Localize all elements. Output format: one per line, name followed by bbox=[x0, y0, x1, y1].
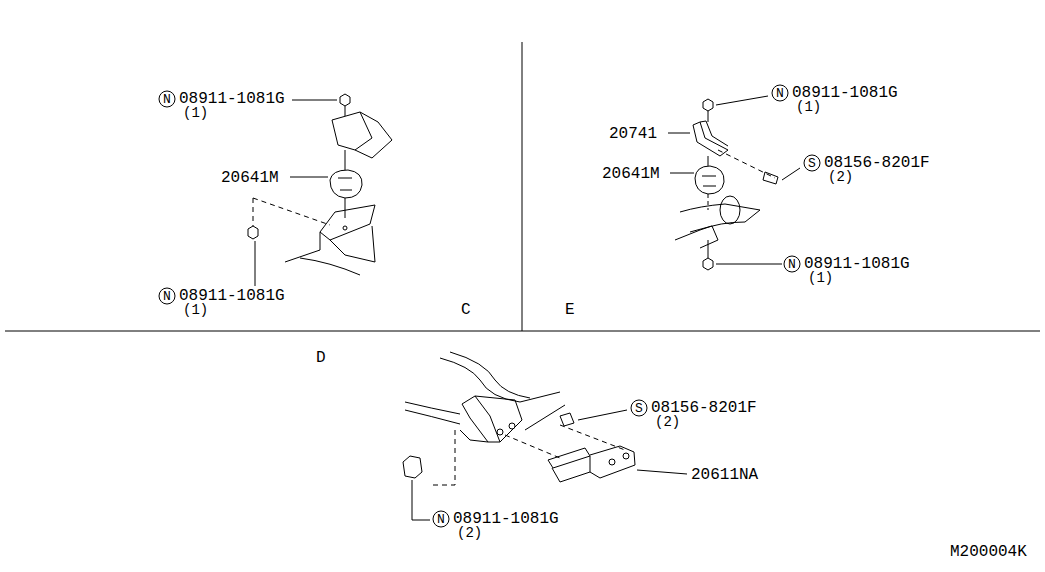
part-number: 08911-1081G bbox=[179, 288, 285, 304]
quantity: (2) bbox=[457, 526, 482, 540]
quantity: (1) bbox=[808, 271, 833, 285]
part-number: 08911-1081G bbox=[453, 511, 559, 527]
part-number: 20741 bbox=[609, 126, 657, 142]
symbol-letter: N bbox=[437, 513, 445, 526]
symbol-letter: S bbox=[808, 157, 816, 170]
symbol-letter: N bbox=[163, 93, 171, 106]
section-letter: C bbox=[461, 302, 471, 318]
part-number: 08911-1081G bbox=[792, 85, 898, 101]
part-number: 08911-1081G bbox=[179, 91, 285, 107]
part-number: 08156-8201F bbox=[651, 400, 757, 416]
part-number: 20611NA bbox=[691, 467, 758, 483]
symbol-letter: N bbox=[788, 258, 796, 271]
part-number: 08911-1081G bbox=[804, 256, 910, 272]
quantity: (2) bbox=[655, 415, 680, 429]
quantity: (2) bbox=[828, 170, 853, 184]
symbol-letter: S bbox=[635, 402, 643, 415]
part-number: 08156-8201F bbox=[824, 155, 930, 171]
symbol-letter: N bbox=[776, 87, 784, 100]
part-number: 20641M bbox=[221, 170, 279, 186]
part-number: 20641M bbox=[602, 166, 660, 182]
quantity: (1) bbox=[183, 303, 208, 317]
section-letter: E bbox=[565, 302, 575, 318]
quantity: (1) bbox=[796, 100, 821, 114]
section-letter: D bbox=[316, 350, 326, 366]
drawing-number: M200004K bbox=[950, 544, 1027, 560]
symbol-letter: N bbox=[163, 290, 171, 303]
quantity: (1) bbox=[183, 106, 208, 120]
